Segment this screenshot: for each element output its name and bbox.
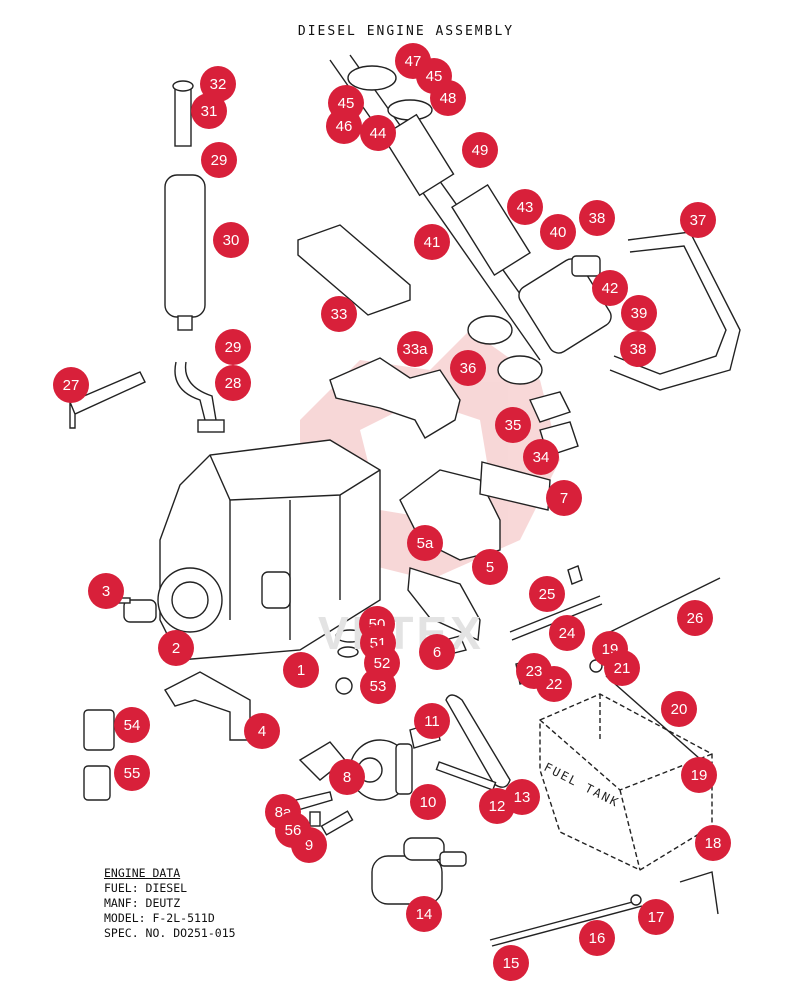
pivot-bolt [320,810,354,836]
drain-plug [335,677,353,695]
spacer-bushing [309,811,321,827]
callout-7[interactable]: 7 [546,480,582,516]
crankshaft-flange [123,599,157,623]
air-cleaner-assembly [329,54,612,361]
shroud-bracket [329,357,461,439]
fan-belt [445,694,511,788]
fuel-line-lower [489,899,641,941]
callout-28[interactable]: 28 [215,365,251,401]
callout-2[interactable]: 2 [158,630,194,666]
return-line [609,577,721,633]
callout-47[interactable]: 47 [395,43,431,79]
callout-24[interactable]: 24 [549,615,585,651]
callout-10[interactable]: 10 [410,784,446,820]
callout-54[interactable]: 54 [114,707,150,743]
callout-53[interactable]: 53 [360,668,396,704]
callout-32[interactable]: 32 [200,66,236,102]
engine-fuel: FUEL: DIESEL [104,881,188,895]
engine-data-heading: ENGINE DATA [104,866,181,880]
baffle-plate [479,461,551,511]
callout-33a[interactable]: 33a [397,331,433,367]
muffler-assembly [164,80,225,433]
callout-11[interactable]: 11 [414,703,450,739]
callout-33[interactable]: 33 [321,296,357,332]
callout-16[interactable]: 16 [579,920,615,956]
tension-bar [435,761,497,791]
callout-38-upper[interactable]: 38 [579,200,615,236]
callout-19-lower[interactable]: 19 [681,757,717,793]
diagram-title: DIESEL ENGINE ASSEMBLY [297,24,515,39]
callout-8[interactable]: 8 [329,759,365,795]
callout-1[interactable]: 1 [283,652,319,688]
engine-block [157,439,381,661]
callout-38-lower[interactable]: 38 [620,331,656,367]
callout-36[interactable]: 36 [450,350,486,386]
manifold-gasket [529,391,571,423]
oil-filter-cartridge [83,709,115,751]
engine-mount [164,671,251,741]
callout-35[interactable]: 35 [495,407,531,443]
callout-56[interactable]: 56 [275,812,311,848]
fuel-line-upper [509,595,601,633]
hose-clamp-lower [497,355,543,385]
callout-44[interactable]: 44 [360,115,396,151]
callout-20[interactable]: 20 [661,691,697,727]
air-shroud [297,224,411,316]
callout-49[interactable]: 49 [462,132,498,168]
starter-motor [371,837,467,905]
callout-46[interactable]: 46 [326,108,362,144]
watermark-text: VETEX [318,607,484,659]
supply-line [605,675,709,767]
generator [349,739,413,801]
fuel-filter-cartridge [83,765,111,801]
callout-5a[interactable]: 5a [407,525,443,561]
callout-43[interactable]: 43 [507,189,543,225]
callout-23[interactable]: 23 [516,653,552,689]
callout-5[interactable]: 5 [472,549,508,585]
adjust-strap [295,791,333,811]
filter-seal [337,646,359,658]
callout-40[interactable]: 40 [540,214,576,250]
callout-15[interactable]: 15 [493,945,529,981]
intake-hose [609,231,741,391]
callout-6[interactable]: 6 [419,634,455,670]
callout-37[interactable]: 37 [680,202,716,238]
fuel-tank [539,693,713,871]
hose-clamp-upper [467,315,513,345]
callout-27[interactable]: 27 [53,367,89,403]
callout-29-lower[interactable]: 29 [215,329,251,365]
callout-55[interactable]: 55 [114,755,150,791]
callout-42[interactable]: 42 [592,270,628,306]
filler-pipe [679,871,719,915]
callout-3[interactable]: 3 [88,573,124,609]
callout-18[interactable]: 18 [695,825,731,861]
callout-29-upper[interactable]: 29 [201,142,237,178]
tank-fitting [630,894,642,906]
mount-bracket [407,567,481,642]
engine-data-block: ENGINE DATA FUEL: DIESEL MANF: DEUTZ MOD… [104,866,236,941]
callout-14[interactable]: 14 [406,896,442,932]
callout-39[interactable]: 39 [621,295,657,331]
callout-30[interactable]: 30 [213,222,249,258]
callout-17[interactable]: 17 [638,899,674,935]
exhaust-bracket [69,371,146,429]
fuel-fitting [567,565,583,585]
callout-41[interactable]: 41 [414,224,450,260]
callout-13[interactable]: 13 [504,779,540,815]
callout-21[interactable]: 21 [604,650,640,686]
callout-48[interactable]: 48 [430,80,466,116]
callout-25[interactable]: 25 [529,576,565,612]
engine-manufacturer: MANF: DEUTZ [104,896,181,910]
engine-model: MODEL: F-2L-511D [104,911,215,925]
callout-26[interactable]: 26 [677,600,713,636]
engine-spec-no: SPEC. NO. DO251-015 [104,926,236,940]
callout-34[interactable]: 34 [523,439,559,475]
callout-4[interactable]: 4 [244,713,280,749]
